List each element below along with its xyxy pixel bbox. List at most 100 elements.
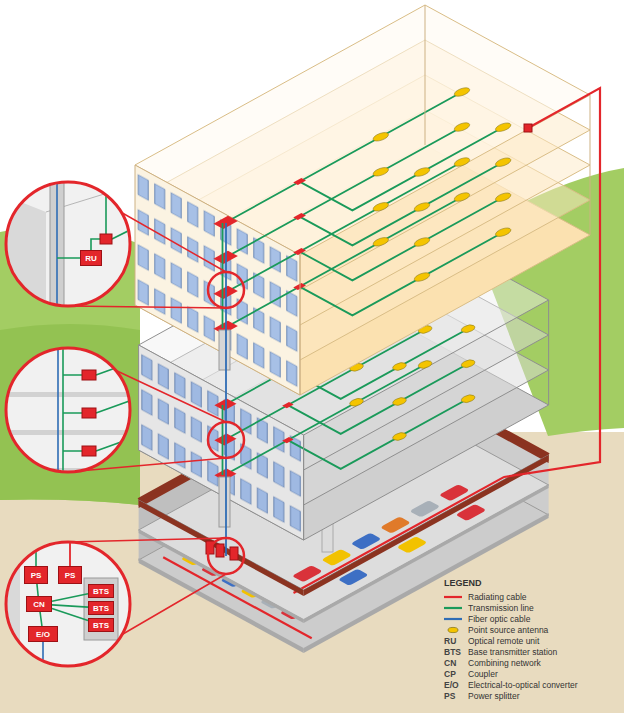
unit-label: BTS	[93, 621, 109, 630]
legend-text: Point source antenna	[468, 625, 548, 635]
legend-text: Radiating cable	[468, 592, 527, 602]
upper-floors	[300, 5, 590, 395]
detail-inset	[82, 408, 96, 418]
upper-floors	[213, 156, 525, 328]
detail-inset	[6, 182, 130, 306]
detail-inset	[6, 542, 130, 666]
coupler-symbol	[524, 124, 532, 132]
abbreviation: CN	[444, 658, 456, 668]
hill	[0, 324, 140, 505]
abbreviation: RU	[444, 636, 456, 646]
upper-floors	[213, 86, 525, 258]
detail-inset	[57, 348, 59, 472]
middle-floors	[222, 405, 224, 475]
detail-inset	[6, 348, 130, 472]
abbreviation: PS	[444, 691, 455, 701]
basement-parking	[380, 517, 411, 534]
upper-floors	[135, 165, 300, 395]
detail-inset	[6, 542, 130, 666]
detail-inset	[63, 348, 132, 472]
unit-box: E/O	[28, 626, 58, 642]
basement-parking	[292, 565, 323, 582]
unit-box: BTS	[88, 584, 114, 598]
legend-sample	[444, 597, 462, 633]
basement-parking	[304, 513, 549, 653]
riser-conduit	[219, 330, 230, 370]
detail-inset	[35, 542, 37, 566]
equipment-room	[206, 541, 238, 560]
detail-inset	[6, 182, 130, 306]
focus-circle	[208, 422, 244, 458]
abbreviation: BTS	[444, 647, 461, 657]
middle-floors	[214, 359, 487, 509]
upper-floors	[213, 121, 525, 293]
legend-text: Power splitter	[468, 691, 520, 701]
transmission-line	[40, 612, 42, 626]
riser-conduit	[219, 330, 230, 527]
unit-label: RU	[85, 254, 97, 263]
unit-label: BTS	[93, 587, 109, 596]
unit-box: RU	[80, 250, 102, 266]
equipment-room	[216, 544, 224, 557]
detail-inset	[6, 348, 130, 472]
legend-text: Fiber optic cable	[468, 614, 530, 624]
detail-inset	[57, 182, 132, 258]
unit-box: BTS	[88, 618, 114, 632]
abbreviation: CP	[444, 669, 456, 679]
transmission-line	[52, 594, 88, 602]
upper-floors	[222, 223, 224, 328]
upper-floors	[213, 191, 525, 363]
legend-heading: LEGEND	[444, 578, 482, 588]
focus-circle	[208, 272, 244, 574]
transmission-line	[52, 608, 88, 620]
unit-box: CN	[26, 596, 52, 612]
unit-label: E/O	[36, 630, 50, 639]
detail-inset	[6, 392, 130, 397]
legend-sample	[444, 596, 462, 598]
detail-inset	[100, 234, 112, 244]
legend-text: Coupler	[468, 669, 498, 679]
legend-text: Combining network	[468, 658, 541, 668]
basement-parking	[439, 484, 470, 501]
legend-text: Base transmitter station	[468, 647, 557, 657]
equipment-room	[230, 547, 238, 560]
abbreviation: E/O	[444, 680, 459, 690]
detail-inset	[6, 348, 132, 473]
detail-inset	[84, 578, 118, 640]
detail-inset	[6, 182, 132, 306]
detail-inset	[6, 542, 130, 666]
basement-parking	[409, 500, 440, 517]
legend-sample	[444, 618, 462, 620]
legend-sample	[448, 627, 458, 632]
unit-label: PS	[65, 571, 76, 580]
unit-label: BTS	[93, 604, 109, 613]
detail-inset	[6, 182, 132, 666]
detail-inset	[50, 182, 64, 306]
legend-text: Transmission line	[468, 603, 534, 613]
detail-inset	[6, 348, 130, 472]
detail-inset	[6, 430, 130, 435]
legend-sample	[444, 607, 462, 609]
riser-conduit	[219, 477, 230, 527]
basement-parking	[351, 533, 382, 550]
unit-label: CN	[33, 600, 45, 609]
focus-circle	[208, 538, 244, 574]
legend-text: Electrical-to-optical converter	[468, 680, 578, 690]
detail-inset	[6, 542, 130, 666]
detail-inset	[82, 446, 96, 456]
unit-box: PS	[58, 566, 82, 584]
unit-label: PS	[31, 571, 42, 580]
transmission-line	[37, 584, 38, 596]
unit-box: PS	[24, 566, 48, 584]
legend-text: Optical remote unit	[468, 636, 539, 646]
focus-circle	[208, 272, 244, 308]
upper-floors	[135, 5, 590, 395]
detail-inset	[6, 182, 130, 306]
unit-box: BTS	[88, 601, 114, 615]
radiating-cable	[504, 88, 600, 477]
detail-inset	[56, 182, 58, 306]
detail-inset	[82, 370, 96, 380]
